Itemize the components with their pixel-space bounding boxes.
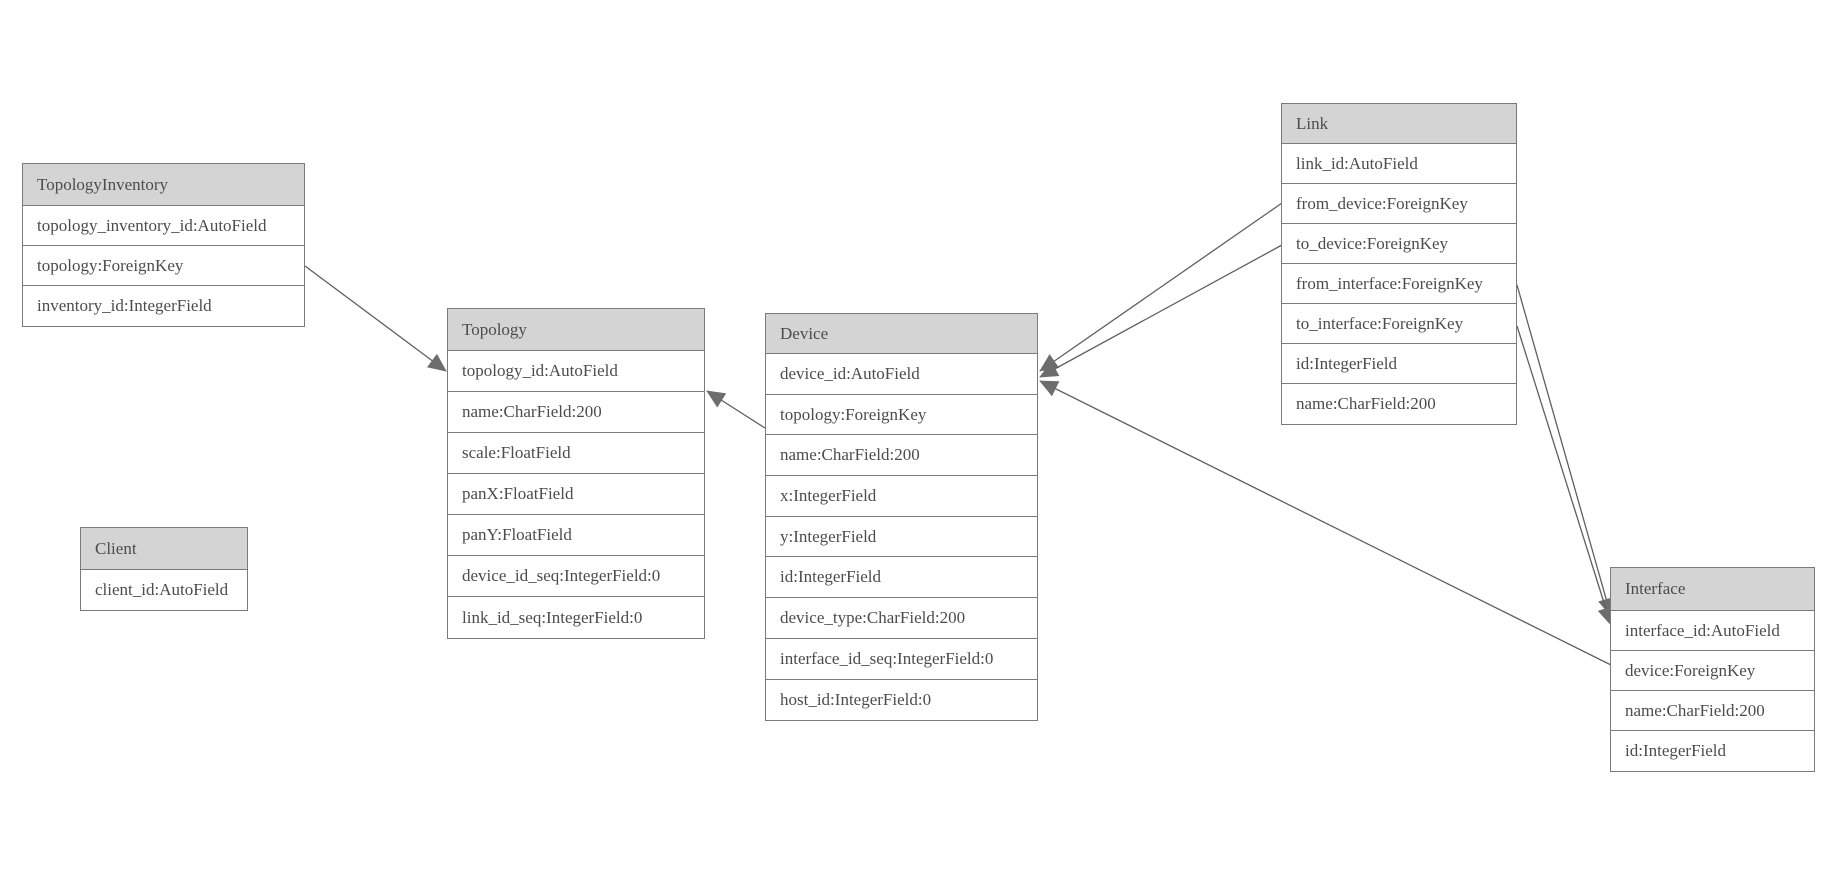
entity-title: Interface <box>1611 568 1814 611</box>
entity-field-row: id:IntegerField <box>766 557 1037 599</box>
field-label: scale:FloatField <box>462 443 571 462</box>
entity-rows: device_id:AutoField topology:ForeignKey … <box>766 354 1037 721</box>
field-label: panX:FloatField <box>462 484 574 503</box>
field-label: from_interface:ForeignKey <box>1296 273 1483 293</box>
field-label: client_id:AutoField <box>95 580 229 599</box>
entity-rows: topology_inventory_id:AutoField topology… <box>23 206 304 326</box>
edge-link-from-interface-fk <box>1516 284 1615 617</box>
field-label: x:IntegerField <box>780 485 877 505</box>
entity-field-row: x:IntegerField <box>766 476 1037 517</box>
field-label: name:CharField:200 <box>462 402 602 421</box>
entity-rows: link_id:AutoField from_device:ForeignKey… <box>1282 144 1516 424</box>
entity-field-row: link_id:AutoField <box>1282 144 1516 184</box>
field-label: device:ForeignKey <box>1625 660 1756 680</box>
entity-title: Device <box>766 314 1037 354</box>
edge-topologyinventory-topology-fk <box>304 265 447 372</box>
field-label: name:CharField:200 <box>780 445 920 465</box>
field-label: name:CharField:200 <box>1625 700 1765 720</box>
entity-field-row: link_id_seq:IntegerField:0 <box>448 597 704 638</box>
field-label: inventory_id:IntegerField <box>37 296 212 315</box>
entity-client: Client client_id:AutoField <box>80 527 248 611</box>
entity-field-row: name:CharField:200 <box>448 392 704 433</box>
field-label: to_device:ForeignKey <box>1296 233 1449 253</box>
entity-field-row: client_id:AutoField <box>81 570 247 610</box>
entity-field-row: interface_id_seq:IntegerField:0 <box>766 638 1037 680</box>
entity-field-row: topology_id:AutoField <box>448 351 704 392</box>
edge-link-from-device-fk <box>1039 202 1283 372</box>
entity-topology: Topology topology_id:AutoField name:Char… <box>447 308 705 639</box>
entity-field-row: to_device:ForeignKey <box>1282 224 1516 264</box>
entity-field-row: topology_inventory_id:AutoField <box>23 206 304 246</box>
entity-rows: topology_id:AutoField name:CharField:200… <box>448 351 704 638</box>
entity-field-row: device_id:AutoField <box>766 354 1037 395</box>
field-label: topology:ForeignKey <box>780 404 927 424</box>
entity-field-row: from_device:ForeignKey <box>1282 184 1516 224</box>
field-label: y:IntegerField <box>780 526 877 546</box>
field-label: id:IntegerField <box>1625 741 1727 760</box>
field-label: panY:FloatField <box>462 525 572 544</box>
entity-field-row: inventory_id:IntegerField <box>23 286 304 326</box>
field-label: from_device:ForeignKey <box>1296 193 1468 213</box>
field-label: link_id_seq:IntegerField:0 <box>462 607 643 627</box>
field-label: id:IntegerField <box>780 567 882 587</box>
field-label: topology_inventory_id:AutoField <box>37 215 267 235</box>
entity-field-row: interface_id:AutoField <box>1611 611 1814 651</box>
entity-field-row: to_interface:ForeignKey <box>1282 304 1516 344</box>
entity-link: Link link_id:AutoField from_device:Forei… <box>1281 103 1517 425</box>
entity-field-row: device_type:CharField:200 <box>766 598 1037 639</box>
field-label: device_type:CharField:200 <box>780 607 966 627</box>
field-label: device_id_seq:IntegerField:0 <box>462 566 661 585</box>
entity-field-row: panX:FloatField <box>448 474 704 515</box>
field-label: name:CharField:200 <box>1296 394 1436 413</box>
entity-interface: Interface interface_id:AutoField device:… <box>1610 567 1815 772</box>
entity-field-row: device:ForeignKey <box>1611 651 1814 691</box>
entity-field-row: host_id:IntegerField:0 <box>766 679 1037 721</box>
entity-field-row: id:IntegerField <box>1282 344 1516 384</box>
entity-field-row: from_interface:ForeignKey <box>1282 264 1516 304</box>
entity-rows: client_id:AutoField <box>81 570 247 610</box>
entity-field-row: name:CharField:200 <box>1611 691 1814 731</box>
entity-field-row: topology:ForeignKey <box>23 246 304 286</box>
field-label: device_id:AutoField <box>780 363 920 383</box>
entity-title: Topology <box>448 309 704 351</box>
entity-title: Link <box>1282 104 1516 144</box>
entity-rows: interface_id:AutoField device:ForeignKey… <box>1611 611 1814 771</box>
entity-title: Client <box>81 528 247 570</box>
entity-field-row: topology:ForeignKey <box>766 394 1037 436</box>
entity-field-row: device_id_seq:IntegerField:0 <box>448 556 704 597</box>
entity-field-row: name:CharField:200 <box>766 435 1037 477</box>
field-label: topology:ForeignKey <box>37 255 184 275</box>
entity-field-row: panY:FloatField <box>448 515 704 556</box>
field-label: to_interface:ForeignKey <box>1296 313 1464 333</box>
field-label: interface_id:AutoField <box>1625 620 1780 640</box>
edge-link-to-interface-fk <box>1516 325 1614 626</box>
edge-device-topology-fk <box>706 390 766 429</box>
entity-device: Device device_id:AutoField topology:Fore… <box>765 313 1038 722</box>
field-label: host_id:IntegerField:0 <box>780 689 932 709</box>
entity-field-row: scale:FloatField <box>448 433 704 474</box>
entity-field-row: y:IntegerField <box>766 516 1037 558</box>
field-label: link_id:AutoField <box>1296 153 1418 173</box>
entity-field-row: id:IntegerField <box>1611 731 1814 771</box>
entity-title: TopologyInventory <box>23 164 304 206</box>
edge-link-to-device-fk <box>1039 244 1283 378</box>
field-label: topology_id:AutoField <box>462 361 618 380</box>
entity-topologyinventory: TopologyInventory topology_inventory_id:… <box>22 163 305 327</box>
entity-field-row: name:CharField:200 <box>1282 384 1516 424</box>
field-label: id:IntegerField <box>1296 353 1398 373</box>
field-label: interface_id_seq:IntegerField:0 <box>780 648 994 668</box>
